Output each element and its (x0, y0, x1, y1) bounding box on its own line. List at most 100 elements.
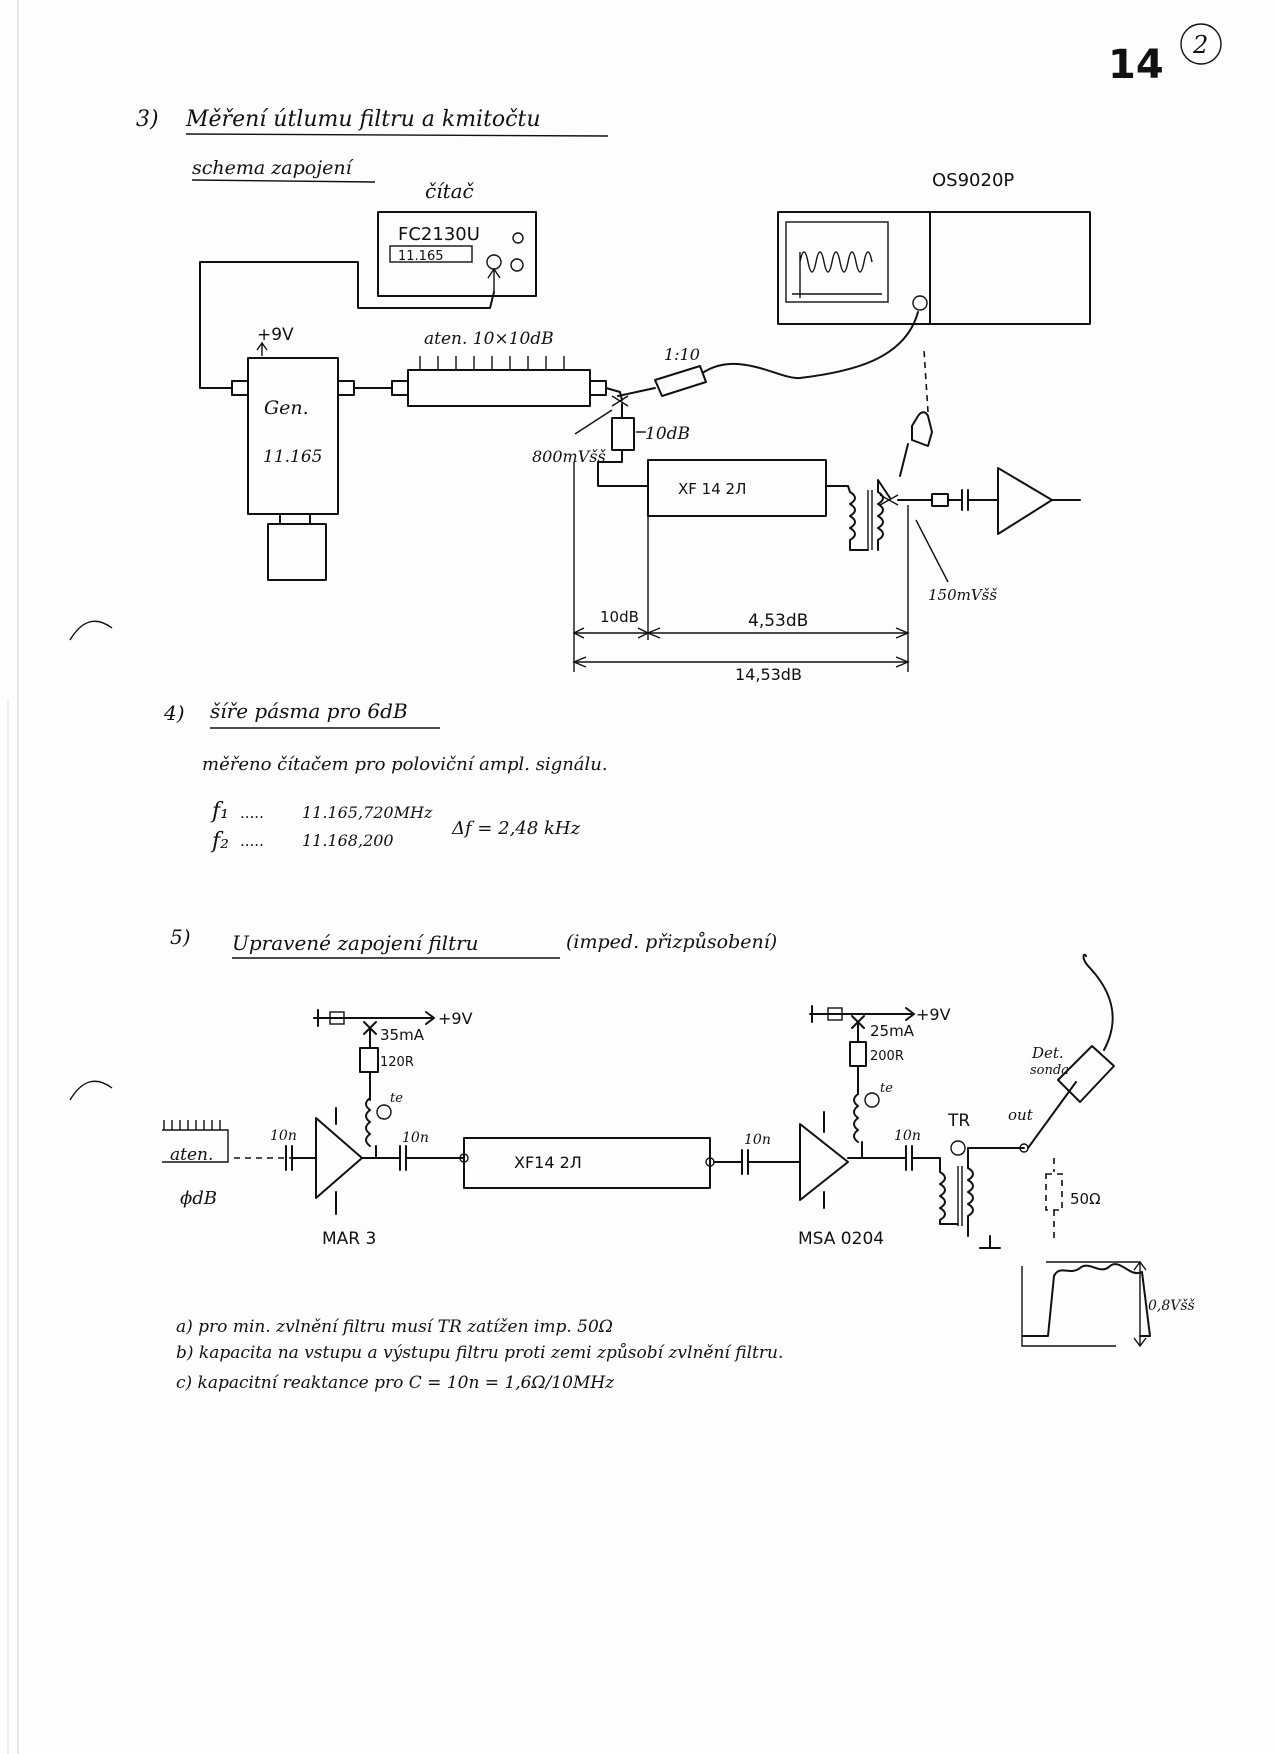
tr-secondary-coil (967, 1167, 974, 1237)
test-point (864, 1092, 880, 1108)
test-point (376, 1104, 392, 1120)
pad-label: 10dB (645, 424, 690, 444)
f2-value: 11.168,200 (302, 831, 394, 850)
output-voltage: 150mVšš (928, 586, 997, 604)
attenuator-box (407, 369, 591, 407)
detector-cable (1082, 953, 1114, 1051)
transformer-secondary-coil (877, 491, 884, 551)
bias-current: 35mA (380, 1026, 425, 1044)
wire (967, 1147, 1025, 1169)
decoupling-capacitor (827, 1007, 843, 1021)
oscilloscope-screen (785, 221, 889, 303)
load-resistor (1045, 1173, 1063, 1211)
counter-input-arrow (487, 267, 501, 292)
page-number: 14 (1108, 42, 1164, 88)
connector (337, 380, 355, 396)
wire (605, 387, 623, 401)
section-3-subtitle: schema zapojení (192, 157, 355, 179)
tr-primary-coil (939, 1157, 959, 1225)
leader-line (915, 519, 949, 583)
section-5-note: (imped. přizpůsobení) (566, 931, 777, 953)
wire (597, 449, 649, 487)
oscilloscope-model: OS9020P (932, 170, 1014, 191)
pad-10db (611, 417, 635, 451)
probe-1-10 (654, 365, 707, 397)
filter-label-2: XF14 2Л (514, 1153, 582, 1172)
counter-display (389, 245, 473, 263)
probe-dashed-link (923, 349, 929, 413)
filter-box-2 (463, 1137, 711, 1189)
detector-probe-tip (1027, 1081, 1077, 1149)
generator-box (247, 357, 339, 515)
attenuator-label-2: aten. (170, 1145, 213, 1165)
out-label: out (1008, 1106, 1034, 1124)
connector (231, 380, 249, 396)
wire (877, 479, 891, 499)
generator-supply: +9V (257, 325, 294, 345)
resistor-label: 200R (870, 1049, 904, 1064)
generator-frequency: 11.165 (263, 447, 322, 467)
response-amplitude-arrow (1133, 1260, 1147, 1348)
output-probe-tip (899, 443, 909, 477)
section-3-title: Měření útlumu filtru a kmitočtu (185, 107, 541, 132)
f1-dots: ..... (240, 804, 264, 822)
test-point-label: te (880, 1081, 893, 1096)
decoupling-capacitor (329, 1011, 345, 1025)
connector (391, 380, 409, 396)
test-point (950, 1140, 966, 1156)
generator-base (267, 523, 327, 581)
bias-line (851, 1015, 865, 1043)
counter-model: FC2130U (398, 224, 480, 245)
section-5-number: 5) (170, 925, 191, 949)
section-3-number: 3) (136, 107, 159, 132)
counter-label: čítač (425, 179, 475, 203)
cap-label: 10n (744, 1132, 771, 1148)
supply-line (313, 1011, 435, 1025)
generator-label: Gen. (264, 397, 309, 419)
probe-point-cross (611, 395, 629, 407)
choke-2 (853, 1093, 859, 1143)
counter-input-jack (486, 254, 502, 270)
load-label: 50Ω (1070, 1190, 1101, 1208)
transformer-label: TR (947, 1111, 970, 1131)
response-curve (1021, 1263, 1151, 1337)
amplifier (997, 467, 1053, 535)
dim-14-53db: 14,53dB (735, 665, 802, 684)
attenuator-ticks (419, 356, 565, 370)
filter-label: XF 14 2Л (678, 480, 746, 498)
sheet-number: 2 (1192, 31, 1208, 59)
f2-symbol: f₂ (210, 829, 229, 854)
sheet-number-circle (1180, 23, 1222, 65)
note-c: c) kapacitní reaktance pro C = 10n = 1,6… (176, 1373, 615, 1393)
section-4-number: 4) (163, 701, 185, 725)
counter-wire (199, 261, 495, 389)
response-frame (1021, 1266, 1116, 1347)
oscilloscope-box (777, 211, 1091, 325)
dimension-arrows (572, 627, 910, 639)
counter-knob (510, 258, 524, 272)
section-3-subtitle-underline (191, 179, 376, 183)
note-a: a) pro min. zvlnění filtru musí TR zatíž… (176, 1317, 613, 1337)
connector (589, 380, 607, 396)
supply-line (809, 1007, 915, 1021)
counter-box (377, 211, 537, 297)
transformer-primary-coil (849, 491, 869, 551)
probe-cable (703, 311, 919, 380)
capacitor (947, 489, 999, 511)
filter-box (647, 459, 827, 517)
attenuator-ticks (163, 1120, 221, 1130)
msa-label: MSA 0204 (798, 1229, 884, 1249)
f2-dots: ..... (240, 832, 264, 850)
output-probe (911, 411, 933, 447)
dim-4-53db: 4,53dB (748, 611, 808, 631)
f1-symbol: f₁ (210, 799, 229, 824)
supply-label: +9V (916, 1005, 951, 1024)
bias-line (363, 1021, 377, 1049)
resistor-label: 120R (380, 1055, 414, 1070)
punch-hole-mark (69, 620, 113, 641)
wire (825, 485, 851, 493)
supply-label: +9V (438, 1009, 473, 1028)
choke-1 (365, 1097, 371, 1147)
